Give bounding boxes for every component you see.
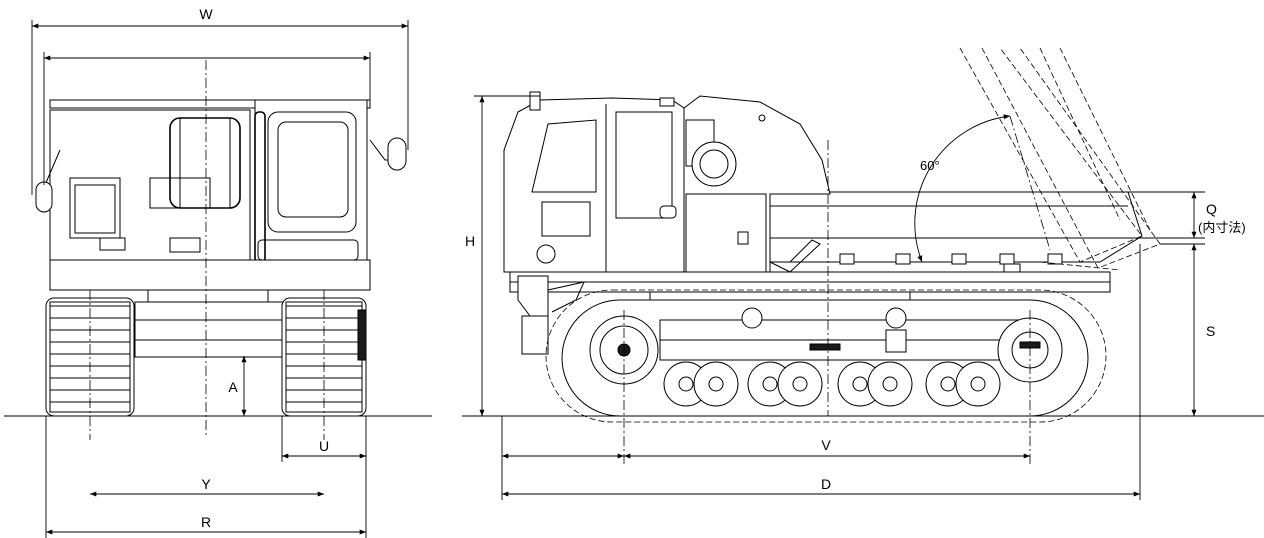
- label-S: S: [1206, 323, 1215, 339]
- tilt-angle-arc: [914, 114, 1011, 263]
- label-Q: Q: [1206, 201, 1217, 217]
- label-D: D: [821, 476, 831, 492]
- label-angle: 60°: [920, 158, 940, 173]
- side-dimensions: H S Q (内寸法) V D: [465, 95, 1246, 500]
- front-engine-panel: [69, 177, 121, 239]
- right-mirror: [387, 137, 407, 171]
- label-Q-note: (内寸法): [1198, 220, 1246, 235]
- side-cab: [503, 91, 685, 273]
- side-track: [545, 289, 1107, 423]
- raised-bed-outline: [959, 47, 1161, 271]
- front-undercarriage: [134, 301, 286, 358]
- label-V: V: [821, 437, 831, 453]
- left-mirror: [35, 181, 53, 213]
- side-engine: [659, 95, 831, 273]
- front-lower-body: [49, 259, 371, 291]
- label-R: R: [201, 514, 211, 530]
- label-W: W: [199, 6, 213, 22]
- label-U: U: [319, 438, 329, 454]
- front-view: [35, 60, 407, 440]
- label-A: A: [228, 379, 238, 395]
- label-H: H: [465, 233, 475, 249]
- side-view: 60°: [503, 47, 1161, 466]
- front-dimensions: W A U Y R: [31, 6, 409, 538]
- label-Y: Y: [201, 476, 211, 492]
